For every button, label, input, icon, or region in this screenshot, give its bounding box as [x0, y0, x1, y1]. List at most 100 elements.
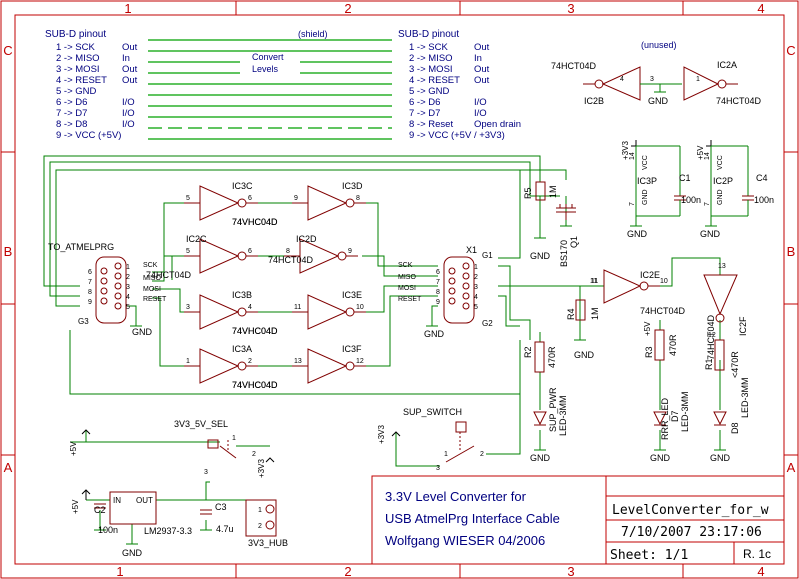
left-g3-label: G3 — [78, 317, 89, 326]
pinout-left-dir: I/O — [122, 119, 135, 130]
connector-pin-number: 8 — [436, 289, 440, 296]
ic2p-pin7: 7 — [704, 202, 711, 206]
gate-ic3a-body — [199, 348, 240, 384]
sel-pin-1: 1 — [232, 435, 236, 442]
pinout-left-title: SUB-D pinout — [45, 29, 106, 40]
gate-ic2c-pin-in: 5 — [186, 248, 190, 255]
gate-ic3d-name: IC3D — [342, 181, 363, 191]
connector-pin-number: 7 — [88, 279, 92, 286]
sel-5v-label: +5V — [69, 441, 78, 456]
connector-pin-number: 1 — [126, 264, 130, 271]
power-decoupling: +3V3 IC3P VCC GND 14 7 C1 100n GND +5V — [621, 140, 774, 239]
unused-gnd-label: GND — [648, 96, 669, 106]
sel-pin-3: 3 — [204, 469, 208, 476]
r4-resistor: R4 1M 11 GND — [566, 278, 600, 360]
r3-supply-label: +5V — [643, 321, 652, 336]
connector-pin — [448, 287, 456, 295]
q1-value: BS170 — [559, 240, 569, 267]
gate-ic2e: IC2E 74HCT04D 11 10 — [591, 269, 686, 316]
right-reset-label: RESET — [398, 296, 422, 303]
title-block: 3.3V Level Converter for USB AtmelPrg In… — [371, 475, 785, 565]
column-label-1: 1 — [124, 1, 131, 16]
q1-mosfet: Q1 BS170 — [556, 204, 579, 267]
ic2a-pin: 1 — [696, 76, 700, 83]
c2-value: 100n — [98, 525, 118, 535]
pinout-left-dir: I/O — [122, 97, 135, 108]
hub-pin-1: 1 — [258, 507, 262, 514]
pinout-right-pin: 5 -> GND — [409, 86, 450, 97]
r3-name: R3 — [644, 346, 654, 358]
connector-pin — [462, 272, 470, 280]
ic2p-gnd-label: GND — [700, 229, 721, 239]
sup-pwr-value: LED-3MM — [558, 395, 568, 436]
pinout-right-pin: 8 -> Reset — [409, 119, 453, 130]
gate-ic3b-body — [199, 294, 240, 330]
pinout-left-dir: I/O — [122, 108, 135, 119]
connector-pin — [100, 287, 108, 295]
ic2b-part: 74HCT04D — [551, 61, 597, 71]
x1-g1-label: G1 — [482, 251, 493, 260]
title-datetime: 7/10/2007 23:17:06 — [621, 525, 762, 540]
ic2f-part: 74HCT04D — [706, 314, 716, 360]
gate-ic3d-body — [307, 185, 348, 221]
row-label-c-right: C — [786, 43, 795, 58]
ic2f-pin-in: 13 — [718, 263, 726, 270]
column-label-4-bottom: 4 — [757, 564, 764, 579]
left-gnd-label: GND — [132, 327, 153, 337]
connector-pin-number: 2 — [126, 274, 130, 281]
gate-ic2d-name: IC2D — [296, 234, 317, 244]
ic2p-vcc: VCC — [717, 155, 724, 170]
gate-ic2c-pin-out: 6 — [248, 248, 252, 255]
sup-pin-3: 3 — [436, 465, 440, 472]
connector-pin-number: 7 — [436, 279, 440, 286]
column-label-3: 3 — [567, 1, 574, 16]
d7-value: LED-3MM — [680, 391, 690, 432]
connector-pin-number: 5 — [474, 304, 478, 311]
d7-gnd-label: GND — [650, 453, 671, 463]
left-mosi-label: MOSI — [143, 286, 161, 293]
sel-bottom-5v-label: +5V — [71, 499, 80, 514]
sup-3v3-label: +3V3 — [377, 425, 386, 444]
c1-value: 100n — [681, 195, 701, 205]
connector-pin — [100, 297, 108, 305]
connector-pin — [100, 277, 108, 285]
connector-pin-number: 3 — [126, 284, 130, 291]
ic2p-name: IC2P — [713, 176, 733, 186]
x1-g2-label: G2 — [482, 319, 493, 328]
pinout-left-pin: 7 -> D7 — [56, 108, 87, 119]
gate-ic3e-pin-in: 11 — [294, 304, 301, 311]
column-label-1-bottom: 1 — [116, 564, 123, 579]
switch-sup: SUP_SWITCH 1 2 3 +3V3 — [377, 407, 484, 472]
pinout-left-pin: 2 -> MISO — [56, 53, 100, 64]
connector-pin-number: 1 — [474, 264, 478, 271]
sup-pwr-gnd-label: GND — [530, 453, 551, 463]
left-reset-label: RESET — [143, 296, 167, 303]
r1-name: R1 — [704, 358, 714, 370]
ic3p-gnd: GND — [642, 189, 649, 205]
regulator-in: IN — [113, 496, 121, 505]
row-label-a: A — [4, 460, 13, 475]
gate-ic3b-part: 74VHC04D — [232, 326, 278, 336]
switch-3v3-5v-sel: 3V3_5V_SEL 1 2 3 +3V3 +5V +5V — [69, 419, 266, 514]
pinout-left-pin: 8 -> D8 — [56, 119, 87, 130]
gate-ic3c-pin-out: 6 — [248, 195, 252, 202]
connector-pin-number: 2 — [474, 274, 478, 281]
pinout-right-dir: I/O — [474, 108, 487, 119]
x1-label: X1 — [466, 245, 477, 255]
ic2b-name: IC2B — [584, 96, 604, 106]
pinout-left-dir: Out — [122, 64, 138, 75]
c2-name: C2 — [94, 505, 106, 515]
row-label-a-right: A — [787, 460, 796, 475]
ic3p-supply-label: +3V3 — [621, 141, 630, 160]
pinout-table: SUB-D pinout SUB-D pinout (shield) Conve… — [45, 29, 521, 141]
gate-ic3e-body — [307, 294, 348, 330]
connector-pin-number: 4 — [126, 294, 130, 301]
right-mosi-label: MOSI — [398, 285, 416, 292]
ic2p-block: +5V IC2P VCC GND 14 7 C4 100n GND — [696, 140, 774, 239]
gate-ic3a-pin-out: 2 — [248, 358, 252, 365]
